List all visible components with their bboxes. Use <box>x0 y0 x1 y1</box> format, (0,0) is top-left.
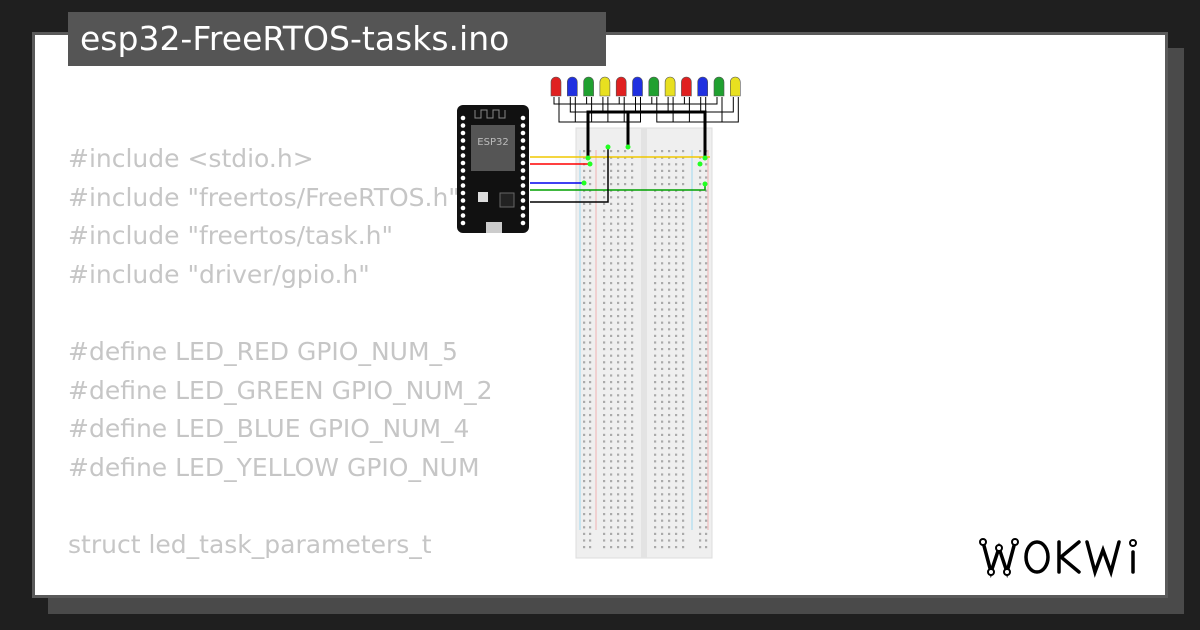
code-line: struct led_task_parameters_t <box>68 529 432 559</box>
led <box>583 76 594 97</box>
led <box>664 76 676 97</box>
led <box>681 76 692 97</box>
code-line: #include "freertos/task.h" <box>68 221 393 251</box>
code-line: #define LED_BLUE GPIO_NUM_4 <box>68 414 470 444</box>
code-line: #define LED_YELLOW GPIO_NUM <box>68 452 480 482</box>
led <box>648 76 660 97</box>
led <box>697 76 708 97</box>
wokwi-logo <box>979 538 1137 579</box>
code-line: #define LED_RED GPIO_NUM_5 <box>68 336 458 366</box>
code-line: #include <stdio.h> <box>68 144 314 173</box>
code-line: #include "freertos/FreeRTOS.h" <box>68 182 460 212</box>
esp32-board: ESP32 <box>457 105 529 233</box>
led <box>567 76 578 97</box>
led <box>615 76 627 97</box>
led <box>730 76 741 97</box>
led <box>599 76 611 97</box>
code-preview: #include <stdio.h> #include "freertos/Fr… <box>68 140 578 580</box>
led-row <box>550 76 741 97</box>
code-line: #include "driver/gpio.h" <box>68 259 370 289</box>
esp32-label: ESP32 <box>477 137 508 148</box>
led <box>550 76 562 97</box>
breadboard <box>575 127 713 559</box>
led <box>713 76 725 97</box>
project-title: esp32-FreeRTOS-tasks.ino <box>68 12 606 66</box>
led <box>632 76 643 97</box>
code-line: #define LED_GREEN GPIO_NUM_2 <box>68 375 493 405</box>
